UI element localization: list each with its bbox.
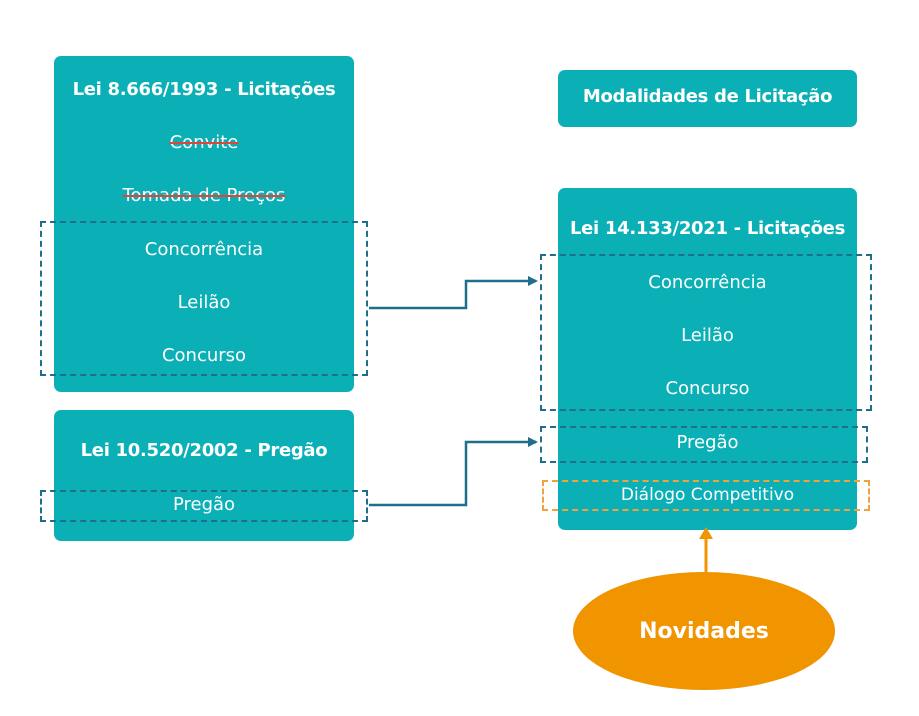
arrow-lei10520-to-lei14133 [369, 437, 538, 507]
lei-8666-item-convite: Convite [54, 132, 354, 153]
novidades-label: Novidades [639, 618, 769, 644]
lei-14133-group-dashed [540, 254, 872, 411]
lei-14133-title: Lei 14.133/2021 - Licitações [569, 218, 846, 239]
lei-14133-item-pregao: Pregão [676, 432, 739, 453]
lei-14133-item-concorrencia: Concorrência [648, 272, 767, 293]
modalidades-box: Modalidades de Licitação [558, 70, 857, 127]
tomada-de-precos-label: Tomada de Preços [122, 185, 286, 206]
lei-14133-pregao-dashed [540, 426, 868, 463]
arrowhead-novidades-icon [699, 527, 713, 539]
lei-8666-item-tomada: Tomada de Preços [54, 185, 354, 206]
lei-8666-title: Lei 8.666/1993 - Licitações [72, 79, 336, 100]
lei-10520-box: Lei 10.520/2002 - Pregão Pregão [54, 410, 354, 541]
lei-8666-item-concurso: Concurso [161, 345, 247, 366]
lei-10520-group-dashed [40, 490, 368, 522]
lei-8666-item-concorrencia: Concorrência [144, 239, 264, 260]
convite-label: Convite [169, 132, 239, 153]
lei-8666-group-dashed [40, 221, 368, 376]
lei-8666-box: Lei 8.666/1993 - Licitações Convite Toma… [54, 56, 354, 392]
lei-10520-item-pregao: Pregão [172, 494, 236, 515]
lei-8666-item-leilao: Leilão [177, 292, 231, 313]
lei-14133-dialogo-dashed [542, 480, 870, 511]
modalidades-title: Modalidades de Licitação [582, 86, 833, 107]
lei-14133-box: Lei 14.133/2021 - Licitações Concorrênci… [558, 188, 857, 530]
lei-14133-item-concurso: Concurso [665, 378, 750, 399]
lei-10520-title: Lei 10.520/2002 - Pregão [80, 440, 328, 461]
lei-14133-item-leilao: Leilão [681, 325, 734, 346]
arrow-lei8666-to-lei14133 [369, 276, 538, 310]
lei-14133-item-dialogo: Diálogo Competitivo [620, 485, 795, 505]
novidades-ellipse: Novidades [573, 572, 835, 690]
